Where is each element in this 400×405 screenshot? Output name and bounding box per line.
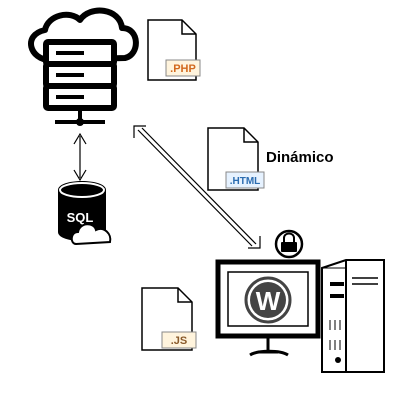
sql-database-icon: SQL xyxy=(58,181,112,246)
server-database-link-arrow xyxy=(73,132,87,182)
js-badge-label: .JS xyxy=(171,335,188,347)
js-file-icon: .JS xyxy=(141,287,197,351)
svg-text:W: W xyxy=(256,286,281,316)
cloud-server-icon xyxy=(28,7,139,126)
html-file-icon: .HTML xyxy=(207,127,265,191)
dynamic-label: Dinámico xyxy=(266,149,334,166)
php-badge-label: .PHP xyxy=(170,63,196,75)
lock-icon xyxy=(274,229,304,259)
wordpress-logo-icon: W xyxy=(244,276,292,324)
server-client-link-arrow xyxy=(133,125,261,249)
php-file-icon: .PHP xyxy=(147,19,201,81)
wordpress-computer-icon: W xyxy=(215,259,385,373)
html-badge-label: .HTML xyxy=(230,176,261,187)
sql-label: SQL xyxy=(67,210,94,225)
